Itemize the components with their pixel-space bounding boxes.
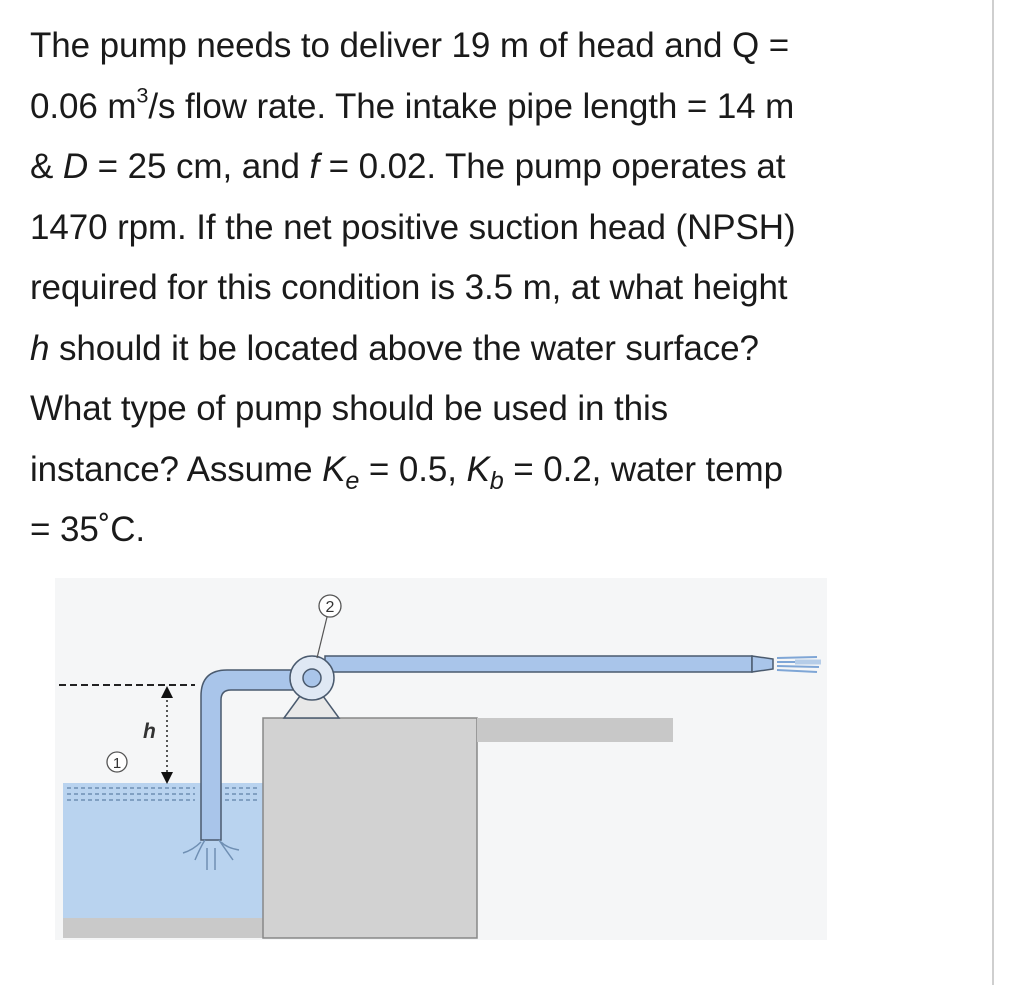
discharge-nozzle: [751, 655, 774, 673]
discharge-pipe: [324, 655, 753, 673]
point-2-leader: [316, 616, 328, 659]
problem-line-1: The pump needs to deliver 19 m of head a…: [30, 26, 790, 65]
problem-line-6: h should it be located above the water s…: [30, 328, 759, 368]
height-arrow-up: [161, 686, 173, 698]
reservoir-water: [63, 783, 263, 921]
problem-line-4: 1470 rpm. If the net positive suction he…: [30, 207, 796, 247]
problem-line-7: What type of pump should be used in this: [30, 389, 669, 428]
variable-f: f: [309, 147, 320, 186]
point-1-label: 1: [113, 755, 121, 772]
inlet-flow-lines: [182, 839, 240, 870]
problem-line-8: instance? Assume Ke = 0.5, Kb = 0.2, wat…: [30, 449, 783, 495]
variable-d: D: [62, 147, 89, 186]
problem-line-9: = 35˚C.: [30, 510, 146, 549]
problem-line-3: & D = 25 cm, and f = 0.02. The pump oper…: [30, 147, 786, 186]
point-2-marker: [318, 594, 342, 618]
pump-support-block: [262, 717, 478, 939]
point-2-label: 2: [326, 599, 335, 616]
pump-impeller: [302, 668, 322, 688]
variable-kb: K: [466, 449, 490, 489]
problem-line-2: 0.06 m3/s flow rate. The intake pipe len…: [30, 81, 795, 126]
cubic-exponent: 3: [136, 81, 149, 107]
problem-statement: The pump needs to deliver 19 m of head a…: [30, 16, 960, 561]
height-arrow-down: [161, 772, 173, 784]
water-surface-hatch: [67, 787, 260, 801]
pump-diagram: h 1 2: [55, 578, 835, 948]
reservoir-ground: [63, 918, 263, 938]
right-ground: [477, 718, 673, 742]
point-1-marker: [106, 751, 128, 773]
right-border-rule: [992, 0, 994, 985]
pump-diagram-svg: h 1 2: [55, 578, 827, 940]
height-label: h: [143, 720, 156, 743]
variable-ke: K: [322, 449, 346, 489]
variable-h: h: [30, 328, 50, 368]
problem-line-5: required for this condition is 3.5 m, at…: [30, 268, 788, 307]
